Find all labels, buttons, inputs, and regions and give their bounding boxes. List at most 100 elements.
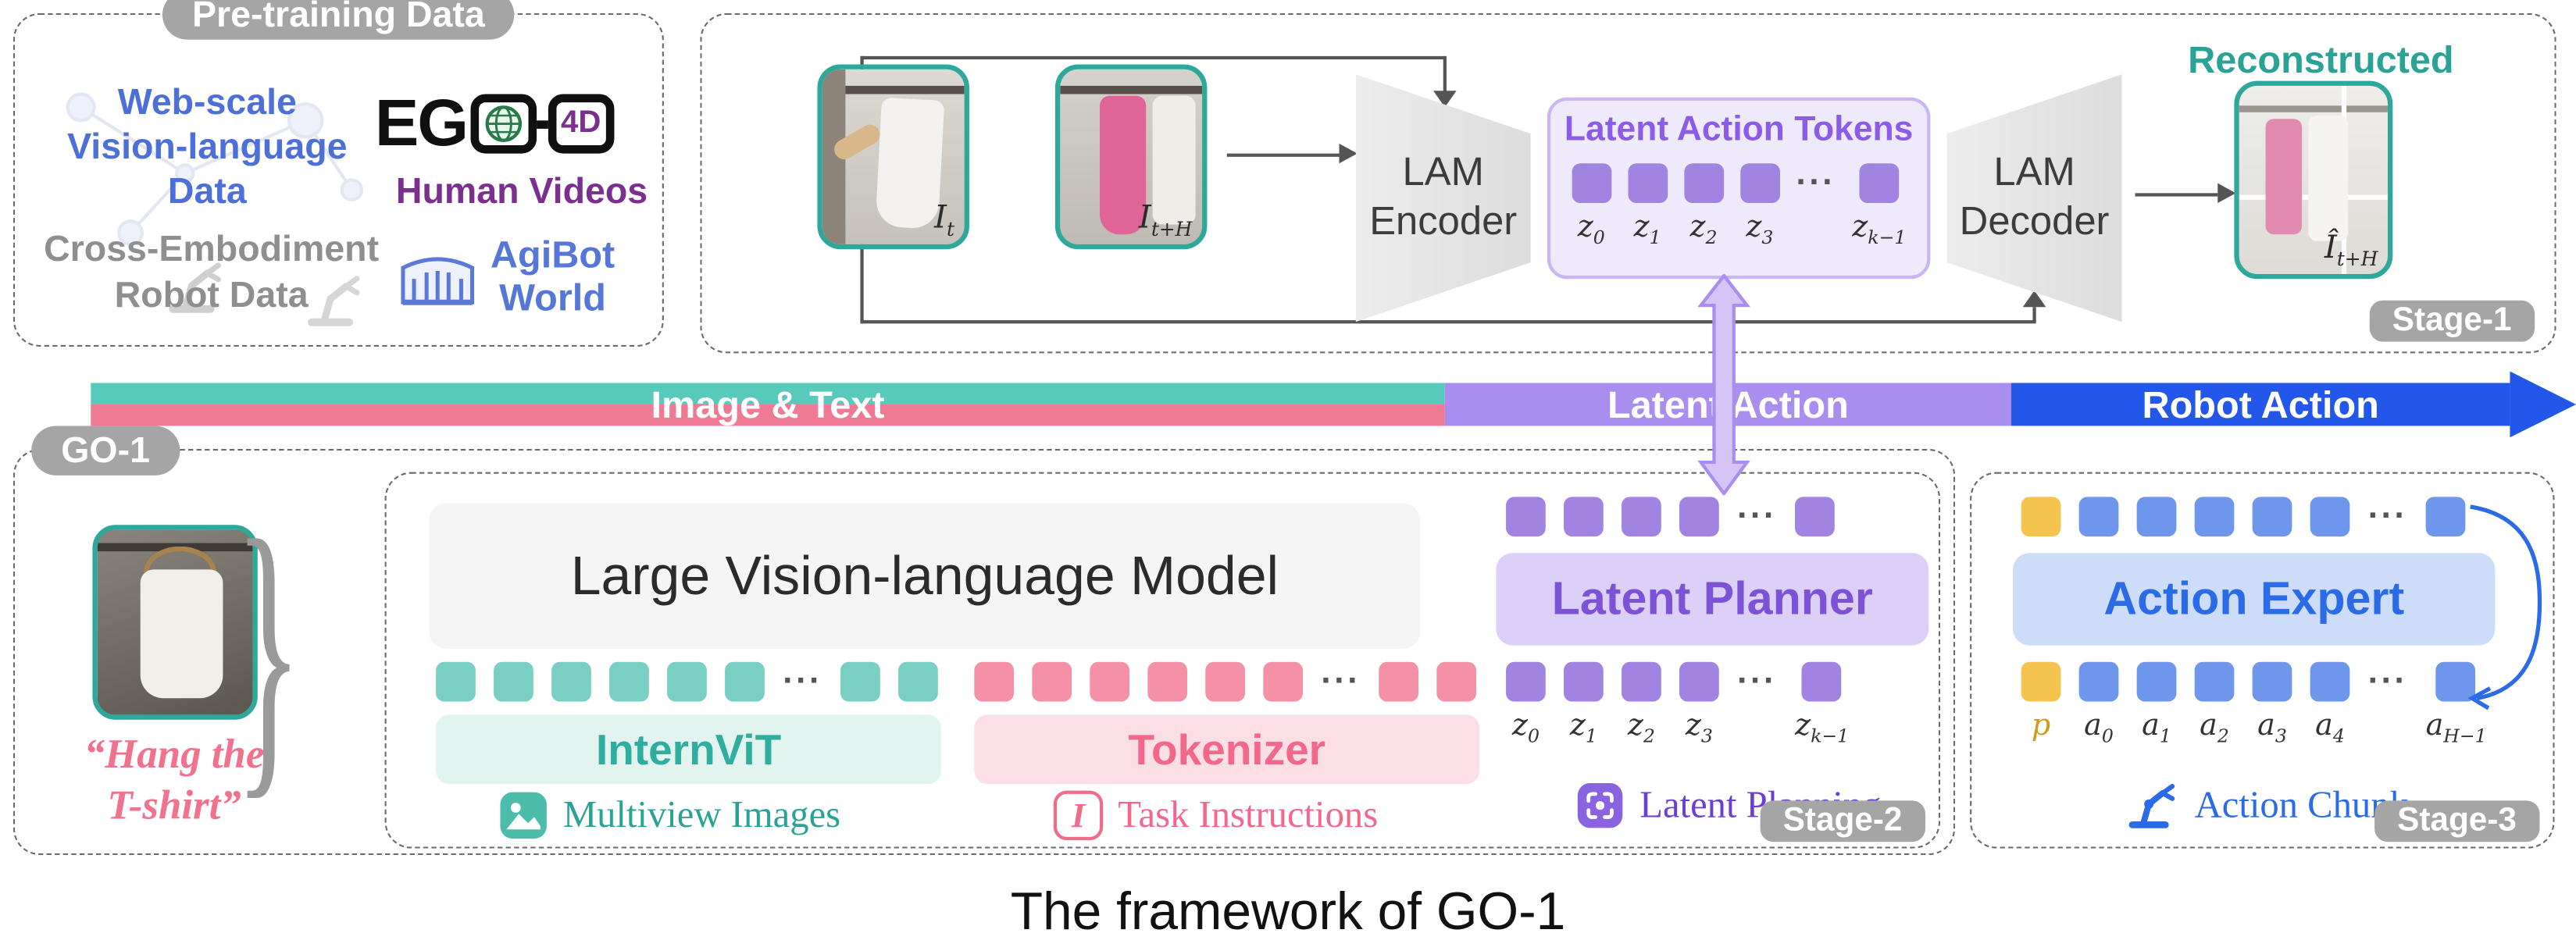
white-dress-graphic — [1152, 95, 1196, 225]
frame-th-label: It+H — [1138, 200, 1193, 241]
globe-icon — [485, 105, 522, 142]
stage1-badge: Stage-1 — [2369, 300, 2535, 342]
latent-planning-icon — [1577, 782, 1623, 828]
action-token — [2136, 661, 2177, 702]
token-label: aH−1 — [2425, 707, 2487, 747]
vision-token — [494, 661, 533, 702]
robot-arm-decoration-icon — [308, 276, 360, 326]
planner-output-token-row: z0 z1 z2 z3 ··· zk−1 — [1506, 661, 1850, 748]
token-label: z0 — [1511, 707, 1540, 747]
token-label: a3 — [2257, 707, 2287, 747]
action-token — [2252, 497, 2292, 537]
proprio-token — [2021, 497, 2061, 537]
network-decoration-icon — [66, 92, 364, 247]
vision-token — [667, 661, 707, 702]
token-label: zk−1 — [1852, 209, 1907, 249]
latent-token — [1739, 163, 1780, 204]
closet-rod-graphic — [822, 85, 965, 94]
vision-token — [551, 661, 591, 702]
flow-bar: Image & Text Latent Action Robot Action — [91, 371, 2576, 438]
frames-to-encoder-line — [1226, 153, 1340, 157]
latent-token — [1679, 661, 1719, 702]
action-token — [2136, 497, 2177, 537]
multiview-images-icon — [500, 792, 547, 839]
token-label: z1 — [1633, 209, 1661, 249]
latent-token — [1795, 497, 1835, 537]
stage2-badge: Stage-2 — [1760, 800, 1926, 842]
cross-embodiment-label: Cross-Embodiment Robot Data — [44, 227, 380, 315]
recon-frame-label: Ît+H — [2324, 230, 2378, 271]
reconstructed-label: Reconstructed — [2188, 37, 2454, 81]
agibot-world-item: AgiBot World — [398, 233, 615, 320]
action-chunk-label: Action Chunk — [2194, 784, 2409, 826]
token-label: zk−1 — [1795, 707, 1850, 747]
action-token — [2078, 497, 2119, 537]
glasses-left-lens — [470, 94, 537, 154]
token-label: z2 — [1627, 707, 1655, 747]
token-label: z2 — [1689, 209, 1718, 249]
agibot-world-label: AgiBot World — [490, 233, 615, 319]
text-token — [1263, 661, 1304, 702]
encoder-input-rail — [860, 55, 1445, 60]
latent-action-tokens-box: Latent Action Tokens z0 z1 z2 z3 ··· zk−… — [1547, 97, 1931, 280]
decoder-input-stub — [2032, 307, 2036, 322]
stage3-badge: Stage-3 — [2374, 800, 2540, 842]
ellipsis: ··· — [2367, 497, 2408, 535]
text-token — [974, 661, 1015, 702]
tokenizer-box: Tokenizer — [974, 714, 1480, 785]
pretraining-title-badge: Pre-training Data — [162, 0, 515, 40]
task-instructions-icon: I — [1053, 790, 1104, 841]
planner-input-token-row: ··· — [1506, 497, 1835, 537]
go1-panel: GO-1 — [12, 426, 1956, 856]
latent-token — [1622, 661, 1661, 702]
latent-token — [1859, 163, 1900, 204]
task-instructions-item: I Task Instructions — [1053, 790, 1379, 841]
ego4d-logo: EG 4D — [375, 91, 615, 157]
figure-caption: The framework of GO-1 — [1010, 881, 1566, 942]
flow-segment-robot-action: Robot Action — [2010, 382, 2510, 426]
latent-action-tokens-title: Latent Action Tokens — [1564, 110, 1914, 149]
ellipsis: ··· — [1737, 497, 1777, 535]
action-chunk-item: Action Chunk — [2124, 781, 2409, 830]
token-label: z3 — [1746, 209, 1774, 249]
latent-token — [1802, 661, 1842, 702]
text-token — [1205, 661, 1246, 702]
text-token — [1379, 661, 1419, 702]
arrowhead — [2217, 183, 2236, 204]
grouping-brace: } — [234, 479, 302, 826]
latent-token — [1564, 661, 1604, 702]
latent-planner-box: Latent Planner — [1496, 553, 1929, 646]
glasses-right-lens: 4D — [548, 94, 615, 154]
image-text-label: Image & Text — [651, 382, 885, 426]
arrowhead — [2022, 290, 2046, 308]
white-dress-graphic — [2308, 115, 2349, 241]
vision-token-row: ··· — [436, 661, 938, 702]
vision-token — [840, 661, 880, 702]
text-token — [1032, 661, 1072, 702]
frame-t-label: It — [934, 200, 954, 241]
latent-token — [1506, 661, 1546, 702]
latent-action-flow-arrow — [1697, 273, 1750, 496]
web-scale-data-label: Web-scale Vision-language Data — [67, 80, 348, 211]
task-photo — [92, 525, 258, 720]
action-token — [2425, 497, 2466, 537]
action-token — [2194, 661, 2235, 702]
action-expert-box: Action Expert — [2013, 553, 2496, 646]
stage2-panel: Large Vision-language Model ··· ··· Int — [384, 472, 1941, 849]
encoder-input-stub — [1443, 55, 1447, 93]
token-label: z3 — [1685, 707, 1713, 747]
closet-rod-graphic — [2239, 105, 2388, 112]
task-instructions-label: Task Instructions — [1118, 793, 1379, 835]
latent-token — [1627, 163, 1668, 204]
lam-decoder: LAM Decoder — [1946, 74, 2122, 322]
token-label: a0 — [2084, 707, 2114, 747]
lam-encoder: LAM Encoder — [1355, 74, 1531, 322]
ego4d-4d-text: 4D — [561, 105, 601, 141]
token-label: z0 — [1577, 209, 1605, 249]
decoder-to-recon-line — [2135, 193, 2218, 197]
wardrobe-photo-th: It+H — [1054, 64, 1208, 250]
latent-token — [1622, 497, 1661, 537]
action-token — [2310, 497, 2350, 537]
proprio-token — [2021, 661, 2061, 702]
arrowhead — [1339, 143, 1358, 164]
